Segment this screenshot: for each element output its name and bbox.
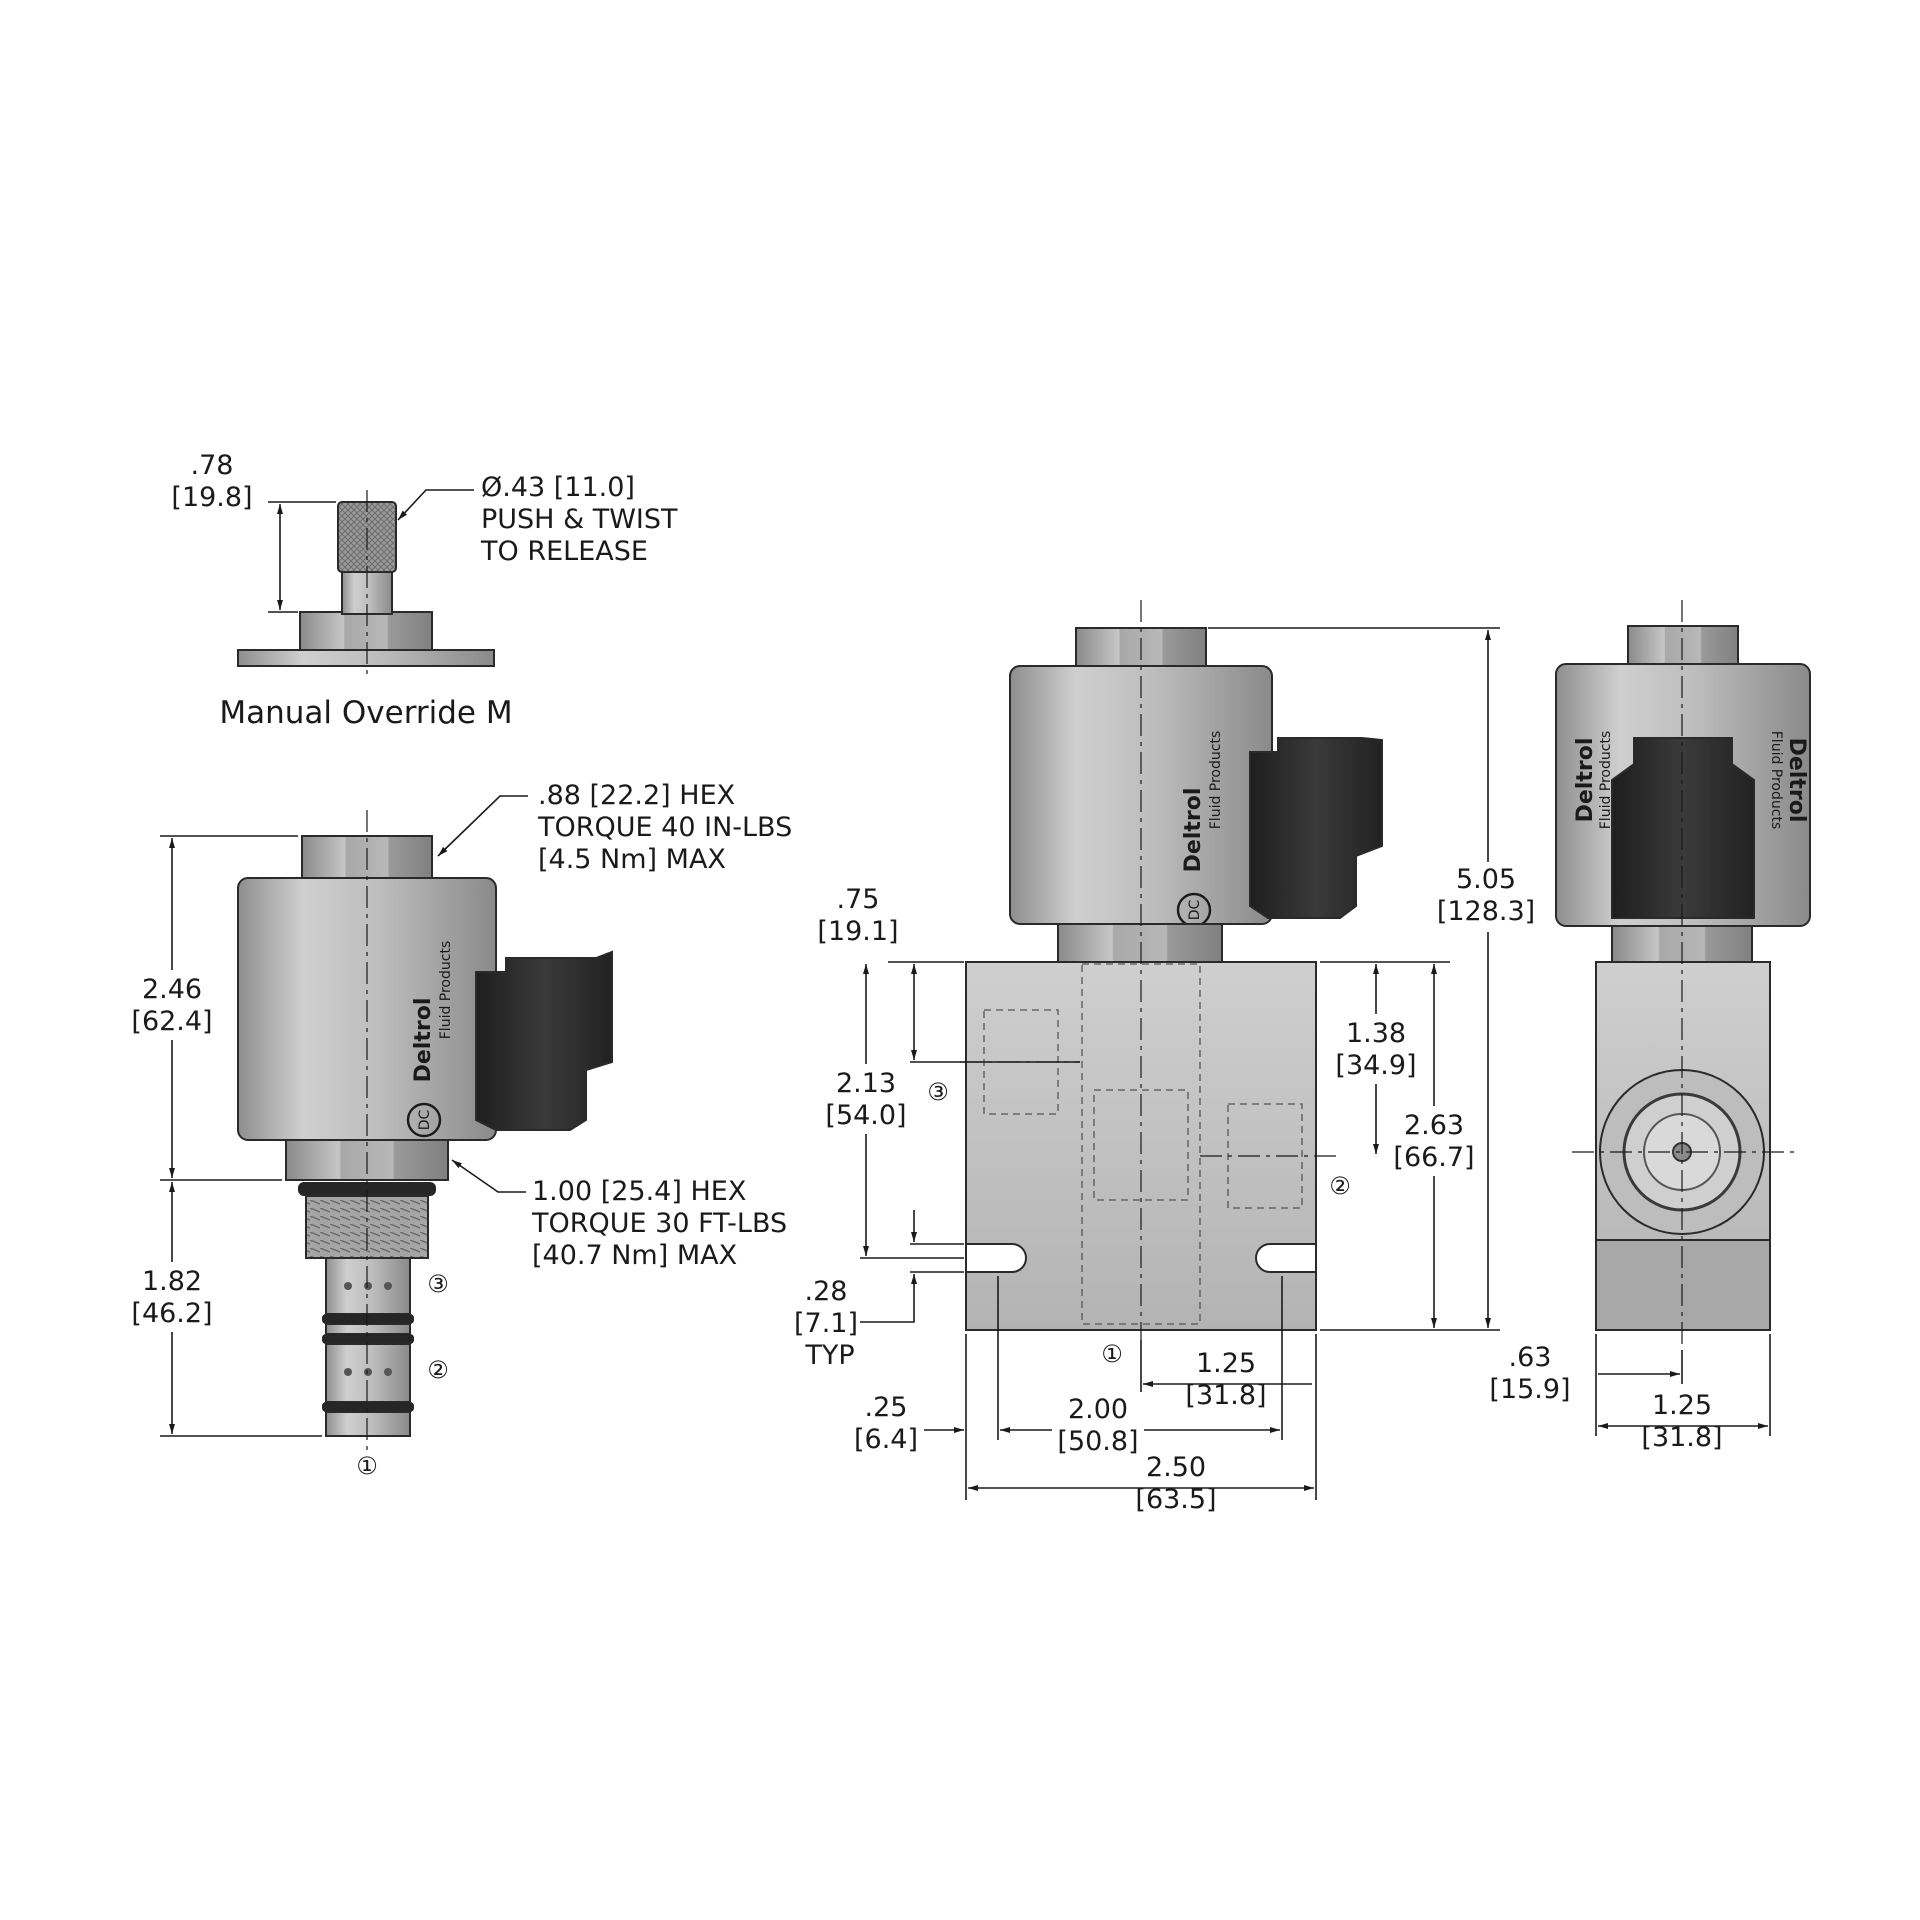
front-d505-in: 5.05 [1456,864,1516,895]
front-d263-mm: [66.7] [1393,1142,1474,1173]
cartridge-seal-1 [322,1314,414,1324]
front-d125-in: 1.25 [1196,1348,1256,1379]
cartridge-connector [475,950,613,1131]
cartridge-hex-bot-2: TORQUE 30 FT-LBS [531,1208,787,1239]
side-connector [1611,737,1755,919]
side-d125-mm: [31.8] [1641,1422,1722,1453]
front-brand-name: Deltrol [1181,788,1206,873]
cartridge-hex-bot-1: 1.00 [25.4] HEX [532,1176,746,1207]
cartridge-brand-logo-icon [406,1102,442,1138]
cartridge-body-h-mm: [46.2] [131,1298,212,1329]
override-note-1: PUSH & TWIST [481,504,678,535]
front-d138-mm: [34.9] [1335,1050,1416,1081]
side-top-hex [1627,625,1739,665]
cartridge-hex-top-2: TORQUE 40 IN-LBS [537,812,792,843]
front-d025-in: .25 [865,1392,908,1423]
cartridge-port-3: ③ [427,1270,449,1298]
front-lower-hex [1057,923,1223,963]
front-d138-in: 1.38 [1346,1018,1406,1049]
front-brand-logo: DC [1187,900,1203,921]
override-title: Manual Override M [219,695,512,731]
front-d025-mm: [6.4] [854,1424,918,1455]
front-d075-in: .75 [837,884,880,915]
front-d125-mm: [31.8] [1185,1380,1266,1411]
side-d125-in: 1.25 [1652,1390,1712,1421]
cartridge-coil-h-in: 2.46 [142,974,202,1005]
cartridge-view: Deltrol Fluid Products DC .88 [22.2] HEX… [128,780,792,1480]
front-assembly-view: Deltrol Fluid Products DC .75 [19.1] 2.1… [794,600,1538,1515]
override-note-2: TO RELEASE [480,536,648,567]
front-mount-slot-right [1255,1243,1317,1273]
cartridge-body-h-in: 1.82 [142,1266,202,1297]
cartridge-port-2: ② [427,1356,449,1384]
front-mount-slot-left [965,1243,1027,1273]
cartridge-hex-bot-3: [40.7 Nm] MAX [532,1240,737,1271]
side-d063-in: .63 [1509,1342,1552,1373]
cartridge-brand-sub: Fluid Products [438,941,454,1040]
manual-override-view: .78 [19.8] Ø.43 [11.0] PUSH & TWIST TO R… [171,450,678,731]
override-height-mm: [19.8] [171,482,252,513]
override-height-in: .78 [191,450,234,481]
cartridge-seal-3 [322,1402,414,1412]
front-port-2: ② [1329,1172,1351,1200]
cartridge-coil-h-mm: [62.4] [131,1006,212,1037]
override-flange [237,649,495,667]
front-d075-mm: [19.1] [817,916,898,947]
front-port-3: ③ [927,1078,949,1106]
front-d200-mm: [50.8] [1057,1426,1138,1457]
side-d063-mm: [15.9] [1489,1374,1570,1405]
cartridge-hex-top-1: .88 [22.2] HEX [538,780,735,811]
front-connector [1249,737,1383,919]
cartridge-seal-2 [322,1334,414,1344]
side-brand-sub-right: Fluid Products [1768,731,1784,830]
cartridge-oring [298,1182,436,1196]
front-d028-in: .28 [805,1276,848,1307]
cartridge-port-1: ① [356,1452,378,1480]
front-d200-in: 2.00 [1068,1394,1128,1425]
cartridge-brand-logo: DC [417,1110,433,1131]
side-block-base [1595,1239,1771,1331]
front-d250-in: 2.50 [1146,1452,1206,1483]
cartridge-brand-name: Deltrol [411,998,436,1083]
front-d250-mm: [63.5] [1135,1484,1216,1515]
cartridge-stem-tip [325,1411,411,1437]
front-d028-mm: [7.1] [794,1308,858,1339]
front-brand-sub: Fluid Products [1208,731,1224,830]
cartridge-hex-top-3: [4.5 Nm] MAX [538,844,726,875]
override-nut [299,611,433,651]
front-d213-mm: [54.0] [825,1100,906,1131]
side-brand-sub-left: Fluid Products [1598,731,1614,830]
front-port-1: ① [1101,1340,1123,1368]
front-d505-mm: [128.3] [1437,896,1535,927]
front-typ: TYP [804,1340,854,1371]
front-d213-in: 2.13 [836,1068,896,1099]
side-brand-name-left: Deltrol [1573,738,1598,823]
side-assembly-view: Deltrol Fluid Products Deltrol Fluid Pro… [1489,600,1811,1453]
side-brand-name-right: Deltrol [1784,738,1809,823]
override-diameter: Ø.43 [11.0] [481,472,635,503]
front-d263-in: 2.63 [1404,1110,1464,1141]
